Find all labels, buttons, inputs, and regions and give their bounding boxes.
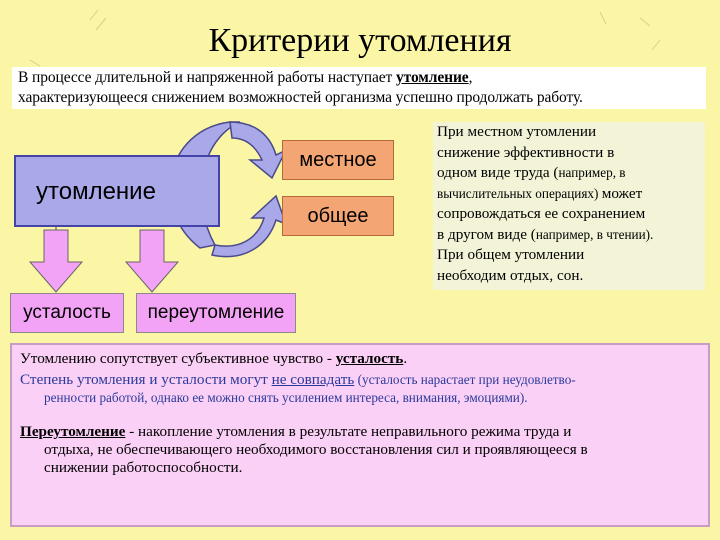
- side-note-line: При местном утомлении: [437, 123, 597, 140]
- intro-part2: ,: [468, 69, 473, 86]
- definition-tiredness: Утомлению сопутствует субъективное чувст…: [20, 350, 700, 368]
- side-note-line: может: [601, 184, 643, 202]
- definition-overwork-line: отдыха, не обеспечивающего необходимого …: [44, 441, 588, 458]
- term-mismatch: не совпадать: [271, 371, 355, 388]
- definition-mismatch-cont: ренности работой, однако ее можно снять …: [44, 390, 528, 405]
- definition-overwork-line: снижении работоспособности.: [44, 459, 243, 476]
- fatigue-main-box: [14, 155, 220, 227]
- term-tiredness: усталость: [335, 350, 404, 367]
- intro-part1: В процессе длительной и напряженной рабо…: [18, 69, 396, 86]
- side-note-line: одном виде труда (: [437, 164, 559, 181]
- side-note-line: снижение эффективности в: [437, 143, 615, 161]
- intro-line2: характеризующееся снижением возможностей…: [18, 89, 583, 106]
- page-title: Критерии утомления: [208, 22, 512, 59]
- arrow-to-general-icon: [211, 194, 288, 258]
- text-fragment: - накопление утомления в результате непр…: [125, 423, 572, 440]
- side-note-line: в другом виде (: [437, 225, 536, 243]
- intro-text: В процессе длительной и напряженной рабо…: [12, 67, 706, 109]
- side-note-example: вычислительных операциях): [437, 185, 602, 201]
- bottom-definitions-panel: Утомлению сопутствует субъективное чувст…: [10, 343, 710, 527]
- side-note-example: например, в чтении).: [535, 226, 654, 242]
- general-fatigue-box: общее: [282, 196, 394, 236]
- text-fragment: Степень утомления и усталости могут: [20, 371, 272, 388]
- overwork-box: переутомление: [136, 293, 296, 333]
- tiredness-box: усталость: [10, 293, 124, 333]
- side-note-example: например, в: [558, 165, 626, 180]
- side-note: При местном утомлении снижение эффективн…: [433, 122, 705, 290]
- fatigue-main-label: утомление: [36, 178, 156, 205]
- intro-term: утомление: [395, 69, 469, 86]
- text-fragment: (усталость нарастает при неудовлетво-: [354, 372, 576, 387]
- side-note-line: При общем утомлении: [437, 246, 585, 263]
- local-fatigue-box: местное: [282, 140, 394, 180]
- definition-mismatch: Степень утомления и усталости могут не с…: [20, 371, 700, 389]
- arrow-down-overwork-icon: [124, 229, 180, 293]
- arrow-to-local-icon: [229, 121, 288, 180]
- definition-overwork: Переутомление - накопление утомления в р…: [20, 423, 700, 441]
- text-fragment: .: [403, 350, 408, 367]
- term-overwork: Переутомление: [20, 423, 126, 440]
- text-fragment: Утомлению сопутствует субъективное чувст…: [20, 350, 336, 367]
- side-note-line: необходим отдых, сон.: [437, 266, 584, 284]
- side-note-line: сопровождаться ее сохранением: [437, 205, 646, 222]
- arrow-down-fatigue-icon: [28, 229, 84, 293]
